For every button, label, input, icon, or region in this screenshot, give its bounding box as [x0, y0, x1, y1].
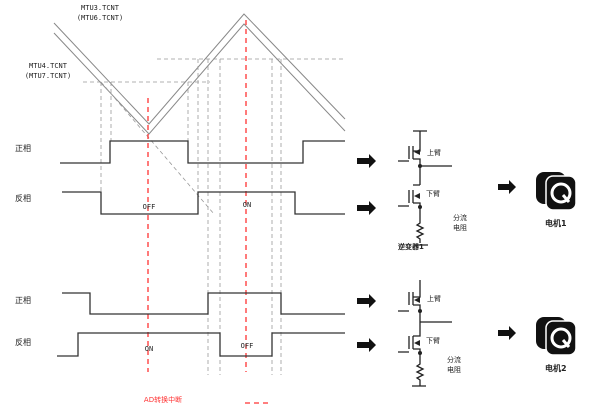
upper-arm-label-1: 上臂	[427, 148, 441, 157]
lower-arm-label-2: 下臂	[426, 336, 440, 345]
motor-label-1: 电机1	[545, 218, 567, 228]
group1-positive-signal	[60, 140, 345, 164]
group1-state-on: ON	[243, 201, 251, 209]
counter-lower-alt-label: (MTU7.TCNT)	[25, 72, 71, 80]
counter-wave-upper	[53, 13, 346, 125]
counter-lower-label: MTU4.TCNT	[29, 62, 68, 70]
motor-icon-1	[536, 172, 577, 211]
arrow-right-icon	[357, 201, 376, 215]
guide-verticals	[100, 59, 282, 375]
motor-label-2: 电机2	[545, 363, 567, 373]
arrow-icons	[357, 154, 516, 352]
group2-positive-signal	[62, 292, 345, 315]
shunt-label-1a: 分流	[453, 213, 467, 222]
group1-positive-label: 正相	[15, 143, 31, 153]
arrow-right-icon	[357, 294, 376, 308]
group2-positive-label: 正相	[15, 295, 31, 305]
shunt-label-1b: 电阻	[453, 223, 467, 232]
inverter-circuit-2: 上臂 下臂 分流 电阻	[398, 280, 461, 387]
group1-negative-signal	[62, 191, 345, 215]
group2-state-on: ON	[145, 345, 153, 353]
group2-negative-label: 反相	[15, 337, 31, 347]
group1-state-off: OFF	[143, 203, 156, 211]
arrow-right-icon	[357, 338, 376, 352]
shunt-label-2b: 电阻	[447, 365, 461, 374]
group2-state-off: OFF	[241, 342, 254, 350]
counter-upper-label: MTU3.TCNT	[81, 4, 120, 12]
inverter-label-1: 逆变器1	[398, 242, 424, 251]
group1-negative-label: 反相	[15, 193, 31, 203]
counter-upper-alt-label: (MTU6.TCNT)	[77, 14, 123, 22]
group2-negative-signal	[57, 332, 345, 357]
motor-icon-2	[536, 317, 577, 356]
lower-arm-label-1: 下臂	[426, 189, 440, 198]
inverter-circuit-1: 上臂 下臂 分流 电阻 逆变器1	[398, 130, 467, 251]
upper-arm-label-2: 上臂	[427, 294, 441, 303]
arrow-right-icon	[357, 154, 376, 168]
arrow-right-icon	[498, 326, 516, 340]
ad-interrupt-legend-label: AD转换中断	[144, 395, 182, 404]
arrow-right-icon	[498, 180, 516, 194]
shunt-label-2a: 分流	[447, 355, 461, 364]
counter-wave-lower	[53, 23, 346, 135]
